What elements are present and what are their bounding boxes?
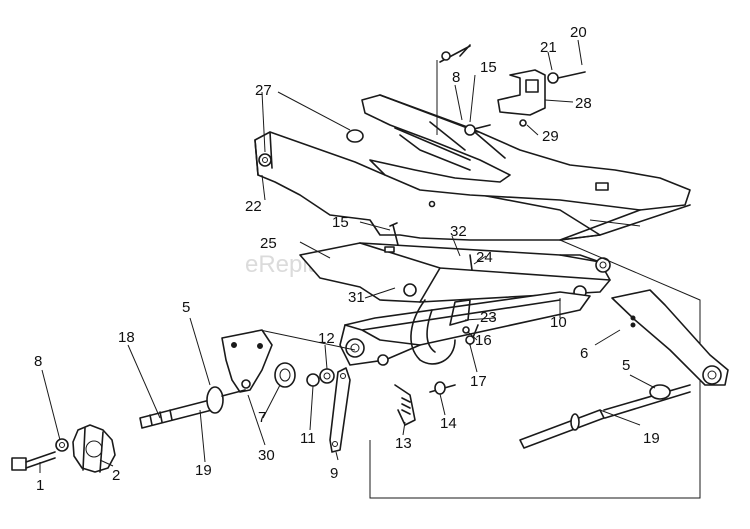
shaft-19-right xyxy=(519,384,691,449)
washer-7 xyxy=(274,362,296,388)
callout-labels: 1 2 5 5 6 7 8 8 9 10 11 12 13 14 15 15 1… xyxy=(34,24,660,494)
plate-30 xyxy=(221,329,273,393)
bushing-27 xyxy=(346,129,364,143)
callout-1: 1 xyxy=(36,477,44,494)
callout-17: 17 xyxy=(470,373,487,390)
callout-8-top: 8 xyxy=(452,69,460,86)
lower-frame xyxy=(299,242,611,366)
callout-5-left: 5 xyxy=(182,299,190,316)
callout-21: 21 xyxy=(540,39,557,56)
callout-12: 12 xyxy=(318,330,335,347)
fasteners xyxy=(346,44,491,346)
callout-30: 30 xyxy=(258,447,275,464)
callout-23: 23 xyxy=(480,309,497,326)
callout-19-left: 19 xyxy=(195,462,212,479)
callout-31: 31 xyxy=(348,289,365,306)
bolt-1-washer-8 xyxy=(11,438,69,471)
callout-18: 18 xyxy=(118,329,135,346)
callout-20: 20 xyxy=(570,24,587,41)
callout-15-mid: 15 xyxy=(332,214,349,231)
callout-28: 28 xyxy=(575,95,592,112)
callout-22: 22 xyxy=(245,198,262,215)
alignment-lines xyxy=(259,60,701,499)
callout-2: 2 xyxy=(112,467,120,484)
gear-2 xyxy=(72,424,116,473)
callout-19-right: 19 xyxy=(643,430,660,447)
bracket-28 xyxy=(497,69,586,127)
callout-15-top: 15 xyxy=(480,59,497,76)
callout-27: 27 xyxy=(255,82,272,99)
callout-8-left: 8 xyxy=(34,353,42,370)
callout-13: 13 xyxy=(395,435,412,452)
callout-11: 11 xyxy=(300,430,316,447)
callout-32: 32 xyxy=(450,223,467,240)
callout-10: 10 xyxy=(550,314,567,331)
callout-6: 6 xyxy=(580,345,588,362)
upper-frame xyxy=(254,94,691,241)
pivot-arm-6 xyxy=(611,289,729,386)
callout-16: 16 xyxy=(475,332,492,349)
link-9 xyxy=(329,367,351,453)
drive-shaft-18 xyxy=(139,386,246,429)
callout-29: 29 xyxy=(542,128,559,145)
callout-14: 14 xyxy=(440,415,457,432)
callout-25: 25 xyxy=(260,235,277,252)
callout-24: 24 xyxy=(476,249,493,266)
washers-11-12 xyxy=(306,368,335,387)
callout-9: 9 xyxy=(330,465,338,482)
leader-lines xyxy=(39,39,656,473)
callout-7: 7 xyxy=(258,409,266,426)
callout-5-right: 5 xyxy=(622,357,630,374)
